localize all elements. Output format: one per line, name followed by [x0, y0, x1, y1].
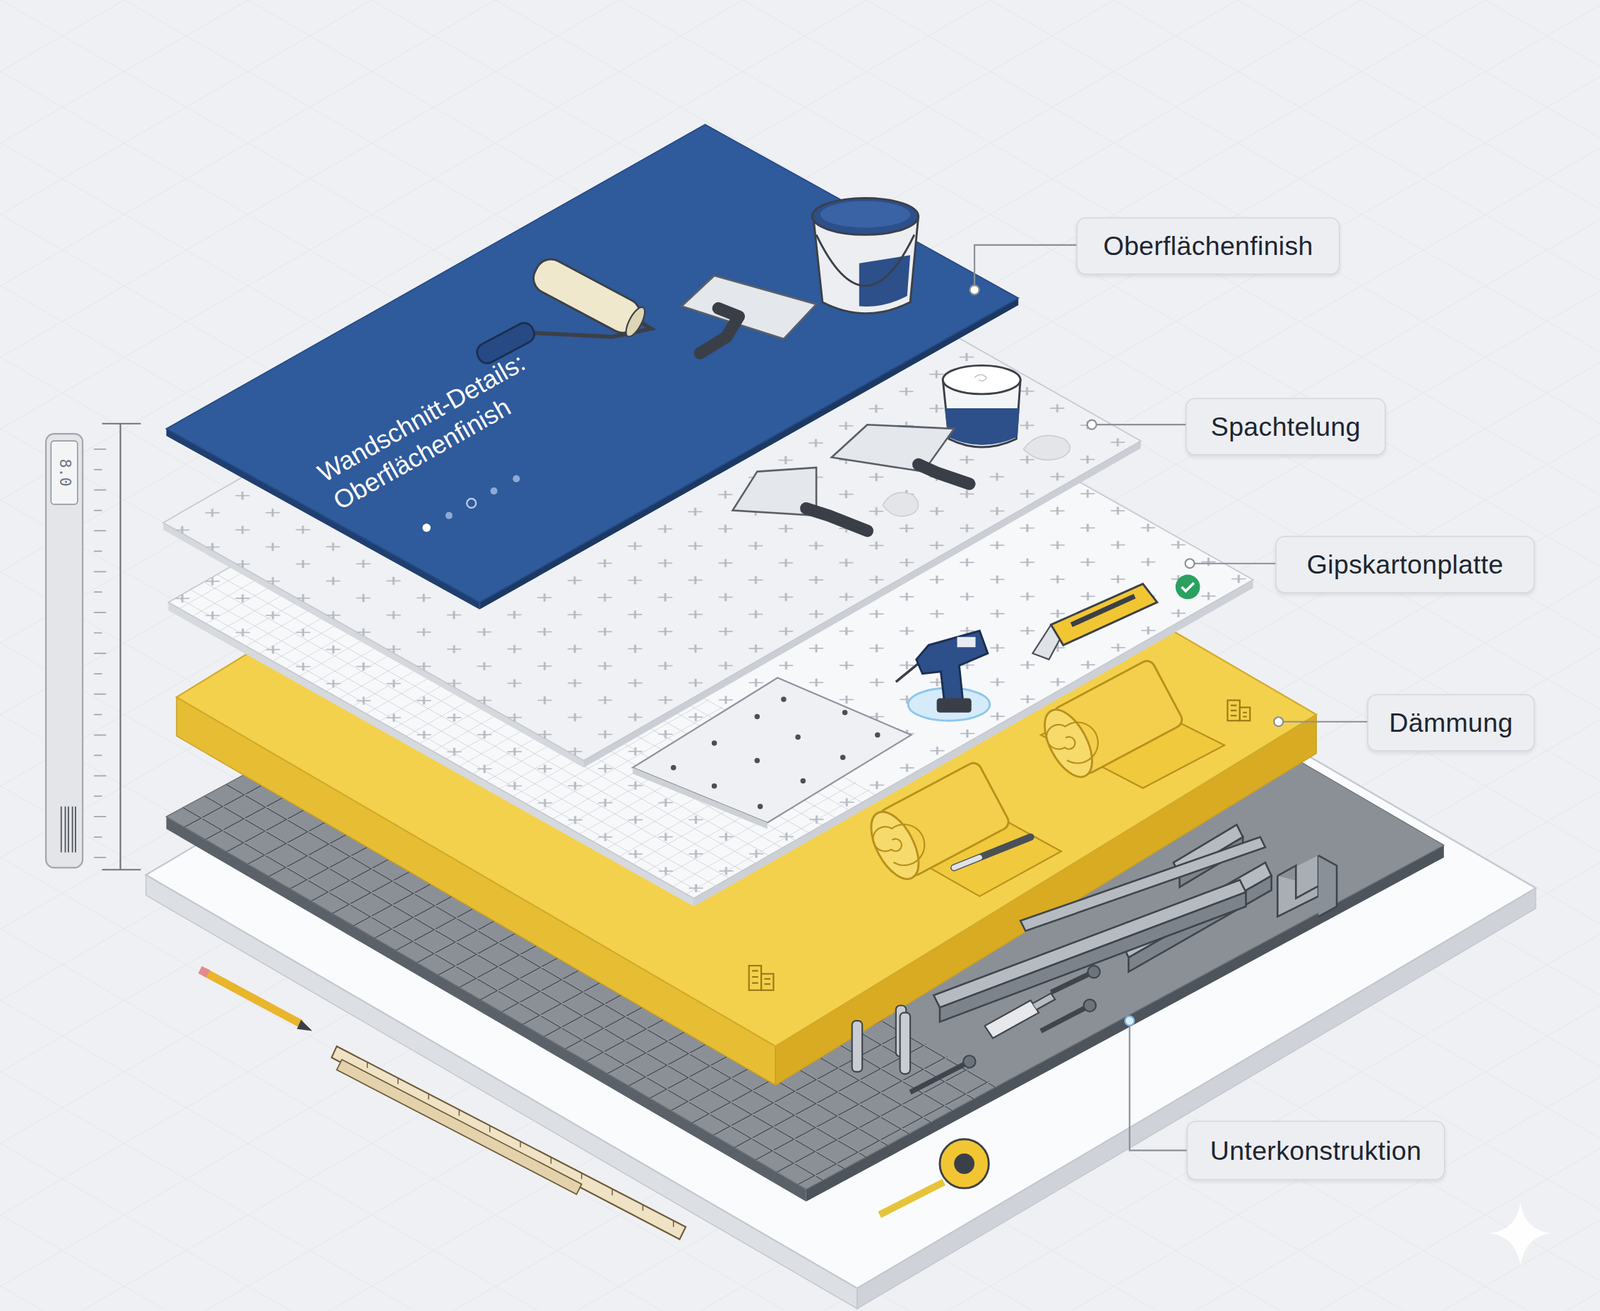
filling-knife: [732, 467, 868, 531]
metal-profile: [933, 824, 1337, 1022]
leader-line: [970, 245, 1368, 1151]
height-ruler: [45, 423, 141, 870]
callout-box: Spachtelung: [1185, 398, 1386, 456]
callout-text: Dämmung: [1388, 706, 1513, 739]
building-icon: [749, 699, 1251, 990]
sparkle-mark: [1489, 1201, 1552, 1266]
fastener: [852, 965, 1101, 1092]
filling-knife: [831, 424, 970, 484]
callout-text: Unterkonstruktion: [1210, 1133, 1422, 1166]
callout-box: Oberflächenfinish: [1076, 217, 1341, 275]
insulation-roll: [1035, 658, 1225, 788]
callout-text: Gipskartonplatte: [1306, 548, 1504, 581]
ruler-display: 8.0: [55, 458, 74, 487]
finish-plate: [166, 124, 1019, 609]
paint-bucket: [812, 197, 918, 313]
callout-box: Gipskartonplatte: [1275, 535, 1535, 594]
pencil: [199, 969, 313, 1031]
utility-knife: [1032, 583, 1157, 660]
perforated-board: [632, 677, 912, 829]
callout-box: Unterkonstruktion: [1186, 1120, 1446, 1180]
insulation-roll: [861, 759, 1062, 897]
cordless-drill: [896, 630, 990, 721]
callout-text: Oberflächenfinish: [1102, 230, 1313, 262]
compound-bucket: [942, 365, 1021, 447]
putty-knife: [681, 275, 817, 354]
tape-measure: [879, 1138, 990, 1215]
paint-roller: [473, 253, 652, 366]
check-badge: [1175, 574, 1201, 600]
powder-pile: [882, 492, 919, 516]
powder-pile: [1023, 435, 1070, 461]
callout-text: Spachtelung: [1210, 410, 1361, 443]
callout-box: Dämmung: [1367, 694, 1536, 752]
folding-rule: [331, 1045, 686, 1239]
